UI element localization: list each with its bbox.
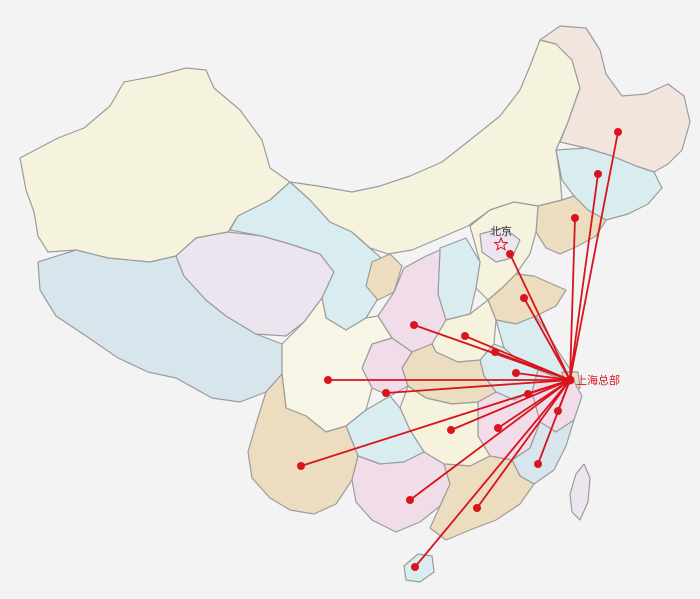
branch-dot bbox=[324, 376, 332, 384]
region-heilongjiang bbox=[539, 25, 691, 173]
region-ningxia bbox=[365, 253, 403, 301]
branch-dot bbox=[473, 504, 481, 512]
branch-dots bbox=[297, 128, 622, 571]
route-line bbox=[515, 372, 571, 381]
branch-dot bbox=[410, 321, 418, 329]
route-line bbox=[569, 173, 599, 381]
branch-dot bbox=[524, 390, 532, 398]
route-line bbox=[569, 217, 576, 381]
branch-dot bbox=[512, 369, 520, 377]
branch-dot bbox=[406, 496, 414, 504]
route-line bbox=[385, 379, 571, 394]
route-line bbox=[569, 131, 619, 381]
branch-dot bbox=[411, 563, 419, 571]
branch-dot bbox=[520, 294, 528, 302]
region-hainan bbox=[403, 553, 435, 583]
hq-dot bbox=[565, 375, 575, 385]
branch-dot bbox=[494, 424, 502, 432]
star-icon bbox=[493, 236, 509, 251]
hq-label: 上海总部 bbox=[576, 373, 620, 387]
route-line bbox=[476, 379, 571, 509]
capital-label: 北京 bbox=[490, 224, 512, 238]
route-lines bbox=[300, 131, 619, 568]
branch-dot bbox=[491, 348, 499, 356]
region-taiwan bbox=[569, 463, 591, 521]
route-line bbox=[509, 253, 571, 381]
province-regions bbox=[19, 25, 691, 583]
route-line bbox=[494, 351, 571, 381]
branch-dot bbox=[382, 389, 390, 397]
route-line bbox=[537, 379, 571, 465]
route-line bbox=[450, 379, 571, 431]
branch-dot bbox=[534, 460, 542, 468]
route-line bbox=[409, 379, 571, 501]
branch-dot bbox=[297, 462, 305, 470]
branch-dot bbox=[447, 426, 455, 434]
route-line bbox=[523, 297, 571, 381]
branch-dot bbox=[506, 250, 514, 258]
route-line bbox=[414, 379, 571, 568]
branch-dot bbox=[594, 170, 602, 178]
branch-dot bbox=[461, 332, 469, 340]
region-guangdong bbox=[429, 455, 535, 541]
branch-dot bbox=[554, 407, 562, 415]
region-yunnan bbox=[247, 373, 359, 515]
branch-dot bbox=[571, 214, 579, 222]
branch-dot bbox=[614, 128, 622, 136]
